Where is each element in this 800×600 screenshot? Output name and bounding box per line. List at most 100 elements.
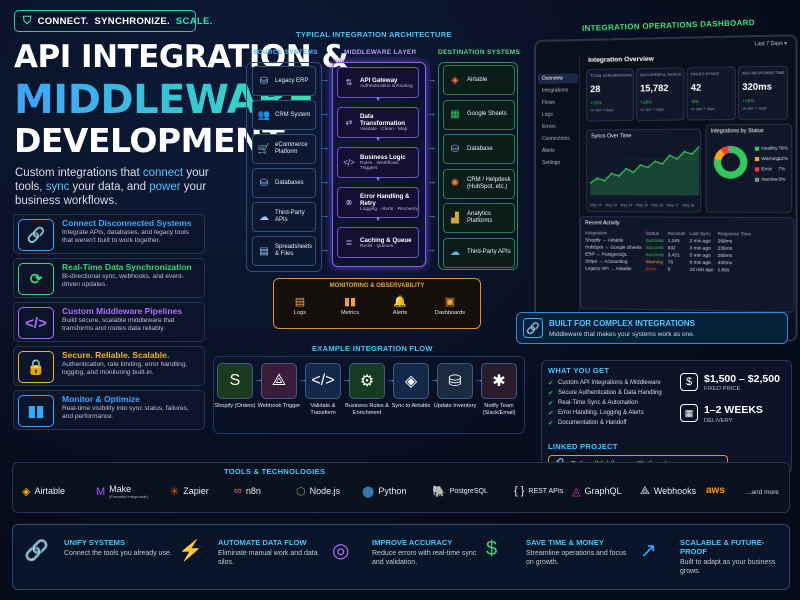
syncs-point	[690, 153, 693, 155]
legend-label: Error	[761, 166, 772, 172]
nav-logs[interactable]: Logs	[538, 109, 578, 119]
tools-panel	[12, 462, 790, 513]
nav-label: Overview	[541, 75, 563, 82]
database-icon: ⛁	[259, 75, 269, 87]
analytics-icon: ▟	[451, 212, 459, 224]
nav-errors[interactable]: Errors	[538, 122, 578, 132]
tagline-sync: SYNCHRONIZE.	[94, 15, 170, 27]
tool-label: GraphQL	[584, 486, 622, 496]
monitoring-panel: MONITORING & OBSERVABILITY ▤Logs▮▮Metric…	[273, 278, 481, 329]
airtable-icon: ◈	[22, 486, 31, 498]
delivery-value: 1–2 WEEKS	[704, 404, 763, 416]
monitoring-label: Dashboards	[434, 310, 466, 316]
monitoring-label: Logs	[293, 310, 307, 316]
bell-icon: 🔔	[393, 296, 407, 308]
destination-label: Airtable	[467, 76, 488, 83]
tool-label: n8n	[245, 485, 261, 496]
benefit-title: UNIFY SYSTEMS	[64, 538, 126, 547]
flow-step-label: Update Inventory	[433, 403, 477, 409]
tool-aws: awsaws	[706, 485, 725, 496]
check-icon: ✔	[548, 420, 554, 427]
transform-icon: ⇄	[345, 118, 353, 127]
date-range-select[interactable]: Last 7 Days ▾	[755, 41, 787, 48]
tool-rest-apis: { }REST APIs	[514, 485, 563, 497]
nav-label: Connections	[541, 135, 570, 142]
arrow-right-icon: →	[427, 210, 436, 220]
arrow-right-icon: →	[430, 374, 439, 384]
destination-title: DESTINATION SYSTEMS	[438, 49, 521, 56]
syncs-point	[676, 158, 678, 160]
nav-settings[interactable]: Settings	[538, 158, 578, 168]
destination-panel	[438, 62, 518, 270]
tool-text: n8n	[245, 485, 261, 496]
middleware-sub: Rules · Workflows · Triggers	[360, 161, 402, 171]
feature-desc: Integrate APIs, databases, and legacy to…	[62, 229, 189, 244]
wyg-item: Documentation & Handoff	[558, 420, 627, 426]
benefit-desc: Eliminate manual work and data silos.	[218, 550, 318, 566]
nav-connections[interactable]: Connections	[538, 134, 578, 144]
tool-label: REST APIs	[528, 487, 564, 495]
benefit-title: AUTOMATE DATA FLOW	[218, 538, 307, 547]
nav-flows[interactable]: Flows	[538, 97, 578, 108]
feature-title: Secure. Reliable. Scalable.	[62, 350, 170, 360]
delivery-label: DELIVERY	[704, 418, 733, 424]
middleware-sub: Authentication & Routing	[360, 83, 413, 89]
webhook-icon: ⟁	[261, 363, 297, 399]
airtable-icon: ◈	[451, 74, 459, 86]
source-label: Legacy ERP	[275, 77, 309, 84]
shield-icon: ⛉	[23, 14, 32, 27]
sheets-icon: ▦	[450, 109, 460, 120]
wyg-item: Error Handling, Logging & Alerts	[558, 410, 644, 416]
tool-text: Make(Formerly Integromat)	[109, 485, 148, 500]
syncs-point	[646, 166, 649, 169]
bar-chart-icon: ▮▮	[343, 296, 357, 308]
nav-label: Flows	[541, 99, 556, 106]
slack-icon: ✱	[481, 363, 517, 399]
table-cell: 0	[667, 266, 671, 272]
benefit-title: SCALABLE & FUTURE-PROOF	[680, 538, 765, 556]
kpi-delta: -8%	[690, 98, 700, 105]
syncs-point	[632, 171, 635, 174]
arrow-right-icon: →	[254, 374, 263, 384]
tool-sub: (Formerly Integromat)	[109, 494, 148, 499]
linked-title: LINKED PROJECT	[548, 442, 618, 451]
benefit-desc: Streamline operations and focus on growt…	[526, 550, 627, 566]
syncs-x-axis	[587, 130, 700, 131]
complex-desc: Middleware that makes your systems work …	[549, 331, 695, 338]
legend-label: Warning	[761, 155, 779, 162]
nav-alerts[interactable]: Alerts	[538, 146, 578, 156]
monitoring-dashboards: ▣Dashboards	[432, 295, 468, 316]
middleware-label: Error Handling & Retry	[360, 193, 410, 207]
graphql-icon: ◬	[572, 486, 581, 498]
kpi-label: FAILED SYNCS	[690, 71, 720, 77]
benefit-desc: Reduce errors with real-time sync and va…	[372, 550, 477, 566]
make-icon: M	[96, 486, 106, 498]
arrow-right-icon: →	[320, 176, 329, 186]
middleware-label: Business Logic	[360, 154, 406, 161]
tool-node-js: ⬡Node.js	[296, 485, 340, 498]
destination-analytics-platforms: ▟ Analytics Platforms	[443, 203, 515, 233]
arrow-right-icon: →	[320, 244, 329, 254]
tool-python: ⬤Python	[362, 485, 406, 498]
tool-n8n: ∞n8n	[234, 485, 261, 497]
nav-overview[interactable]: Overview	[537, 73, 579, 84]
source-third-party-apis: ☁Third-Party APIs	[252, 202, 316, 232]
destination-label: Analytics Platforms	[467, 211, 493, 224]
syncs-point	[661, 162, 664, 165]
nav-integrations[interactable]: Integrations	[538, 85, 578, 96]
status-legend	[706, 125, 791, 126]
destination-database: ⛁Database	[443, 134, 515, 164]
